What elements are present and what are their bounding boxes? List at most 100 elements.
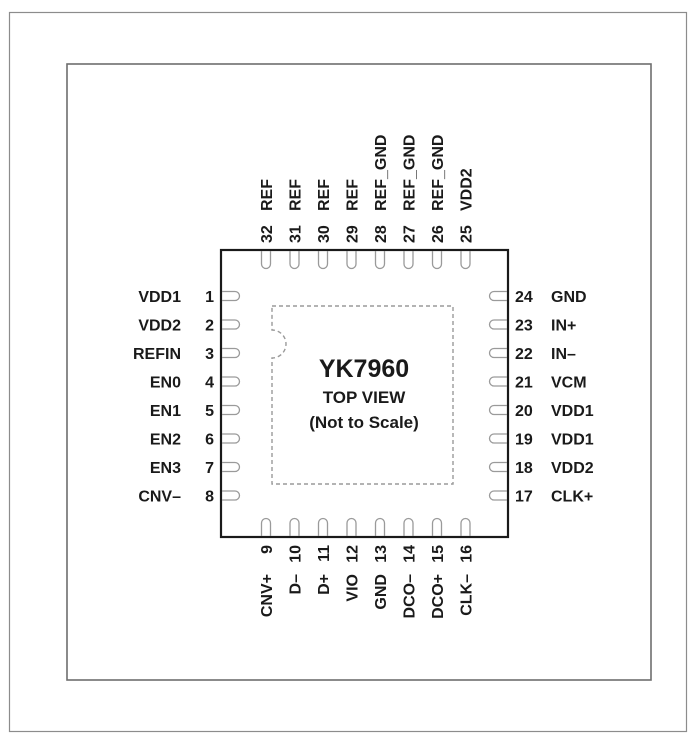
pin-name-right-5: IN– xyxy=(551,346,576,363)
pad-top xyxy=(403,251,414,270)
pin-name-bottom-5: DCO– xyxy=(402,574,419,619)
pin-num-bottom-7: 16 xyxy=(459,545,476,563)
pin-num-top-5: 30 xyxy=(316,225,333,243)
pin-num-left-4: 5 xyxy=(205,403,214,420)
scale-note: (Not to Scale) xyxy=(309,413,419,432)
pad-bottom xyxy=(289,517,300,536)
pad-bottom xyxy=(317,517,329,536)
pin-name-right-4: VCM xyxy=(551,375,587,392)
pad-top xyxy=(289,251,300,270)
pin-num-bottom-4: 13 xyxy=(373,545,390,563)
pin-name-left-3: EN0 xyxy=(150,375,181,392)
pin-name-top-3: REF_GND xyxy=(373,135,390,211)
pin-name-top-4: REF xyxy=(345,179,362,211)
pin-num-left-5: 6 xyxy=(205,432,214,449)
pin-num-left-1: 2 xyxy=(205,318,214,335)
pin-name-left-7: CNV– xyxy=(138,489,181,506)
pad-top xyxy=(460,251,471,270)
pin-name-bottom-4: GND xyxy=(373,574,390,610)
pad-bottom xyxy=(403,517,414,536)
pin-num-bottom-1: 10 xyxy=(288,545,305,563)
pin-num-left-7: 8 xyxy=(205,489,214,506)
pin-num-top-7: 32 xyxy=(259,225,276,243)
pin-name-right-6: IN+ xyxy=(551,318,576,335)
pin-num-right-7: 24 xyxy=(515,289,533,306)
pin-name-top-2: REF_GND xyxy=(402,135,419,211)
pin-num-left-0: 1 xyxy=(205,289,214,306)
pin-name-top-7: REF xyxy=(259,179,276,211)
pin-num-bottom-5: 14 xyxy=(402,545,419,563)
pin-name-left-5: EN2 xyxy=(150,432,181,449)
pin-name-left-2: REFIN xyxy=(133,346,181,363)
pad-top xyxy=(346,251,357,270)
pin-name-right-0: CLK+ xyxy=(551,489,593,506)
pad-left xyxy=(222,290,241,302)
pin-name-right-1: VDD2 xyxy=(551,460,594,477)
pad-right xyxy=(488,376,507,387)
pin-num-top-3: 28 xyxy=(373,225,390,243)
pad-top xyxy=(374,251,386,270)
pin-name-bottom-0: CNV+ xyxy=(259,574,276,617)
pin-num-left-3: 4 xyxy=(205,375,214,392)
pad-left xyxy=(222,433,241,444)
pin-name-top-5: REF xyxy=(316,179,333,211)
pad-bottom xyxy=(346,517,357,536)
pin-num-top-1: 26 xyxy=(430,225,447,243)
pad-left xyxy=(222,404,241,416)
pad-top xyxy=(431,251,443,270)
pad-right xyxy=(488,319,507,330)
pad-right xyxy=(488,404,507,416)
pin-num-bottom-2: 11 xyxy=(316,545,333,562)
view-label: TOP VIEW xyxy=(323,388,406,407)
pin-num-left-6: 7 xyxy=(205,460,214,477)
pad-left xyxy=(222,347,241,359)
pad-top xyxy=(317,251,329,270)
pin-name-left-1: VDD2 xyxy=(138,318,181,335)
pin-num-top-4: 29 xyxy=(345,225,362,243)
pin-num-right-0: 17 xyxy=(515,489,533,506)
pin-num-right-4: 21 xyxy=(515,375,533,392)
pin-name-left-4: EN1 xyxy=(150,403,181,420)
pin-num-top-6: 31 xyxy=(288,225,305,243)
pin-num-bottom-3: 12 xyxy=(345,545,362,563)
pad-right xyxy=(488,290,507,302)
pin-num-bottom-6: 15 xyxy=(430,545,447,563)
pin-name-top-6: REF xyxy=(288,179,305,211)
pad-top xyxy=(260,251,272,270)
pad-right xyxy=(488,490,507,501)
pin-name-bottom-6: DCO+ xyxy=(430,574,447,619)
pad-left xyxy=(222,461,241,473)
pad-left xyxy=(222,376,241,387)
pin-num-left-2: 3 xyxy=(205,346,214,363)
pin-pads xyxy=(222,251,507,536)
part-number: YK7960 xyxy=(319,355,409,383)
pin-num-right-1: 18 xyxy=(515,460,533,477)
pad-bottom xyxy=(374,517,386,536)
pin-name-left-6: EN3 xyxy=(150,460,181,477)
exposed-pad-outline xyxy=(271,305,454,485)
pin-name-bottom-7: CLK– xyxy=(459,574,476,616)
pad-right xyxy=(488,461,507,473)
pin-num-bottom-0: 9 xyxy=(259,545,276,554)
pad-right xyxy=(488,433,507,444)
pad-left xyxy=(222,319,241,330)
pin-name-bottom-2: D+ xyxy=(316,574,333,595)
package-body xyxy=(219,248,510,539)
pin-name-right-7: GND xyxy=(551,289,587,306)
pin-name-bottom-1: D– xyxy=(288,574,305,595)
pin-name-left-0: VDD1 xyxy=(138,289,181,306)
pin-name-right-3: VDD1 xyxy=(551,403,594,420)
pin-num-right-5: 22 xyxy=(515,346,533,363)
pad-bottom xyxy=(431,517,443,536)
pin-name-top-1: REF_GND xyxy=(430,135,447,211)
pin-num-right-2: 19 xyxy=(515,432,533,449)
pad-right xyxy=(488,347,507,359)
pin-num-top-0: 25 xyxy=(459,225,476,243)
pin-num-right-3: 20 xyxy=(515,403,533,420)
pin-num-top-2: 27 xyxy=(402,225,419,243)
pin-num-right-6: 23 xyxy=(515,318,533,335)
pad-left xyxy=(222,490,241,501)
pad-bottom xyxy=(460,517,471,536)
